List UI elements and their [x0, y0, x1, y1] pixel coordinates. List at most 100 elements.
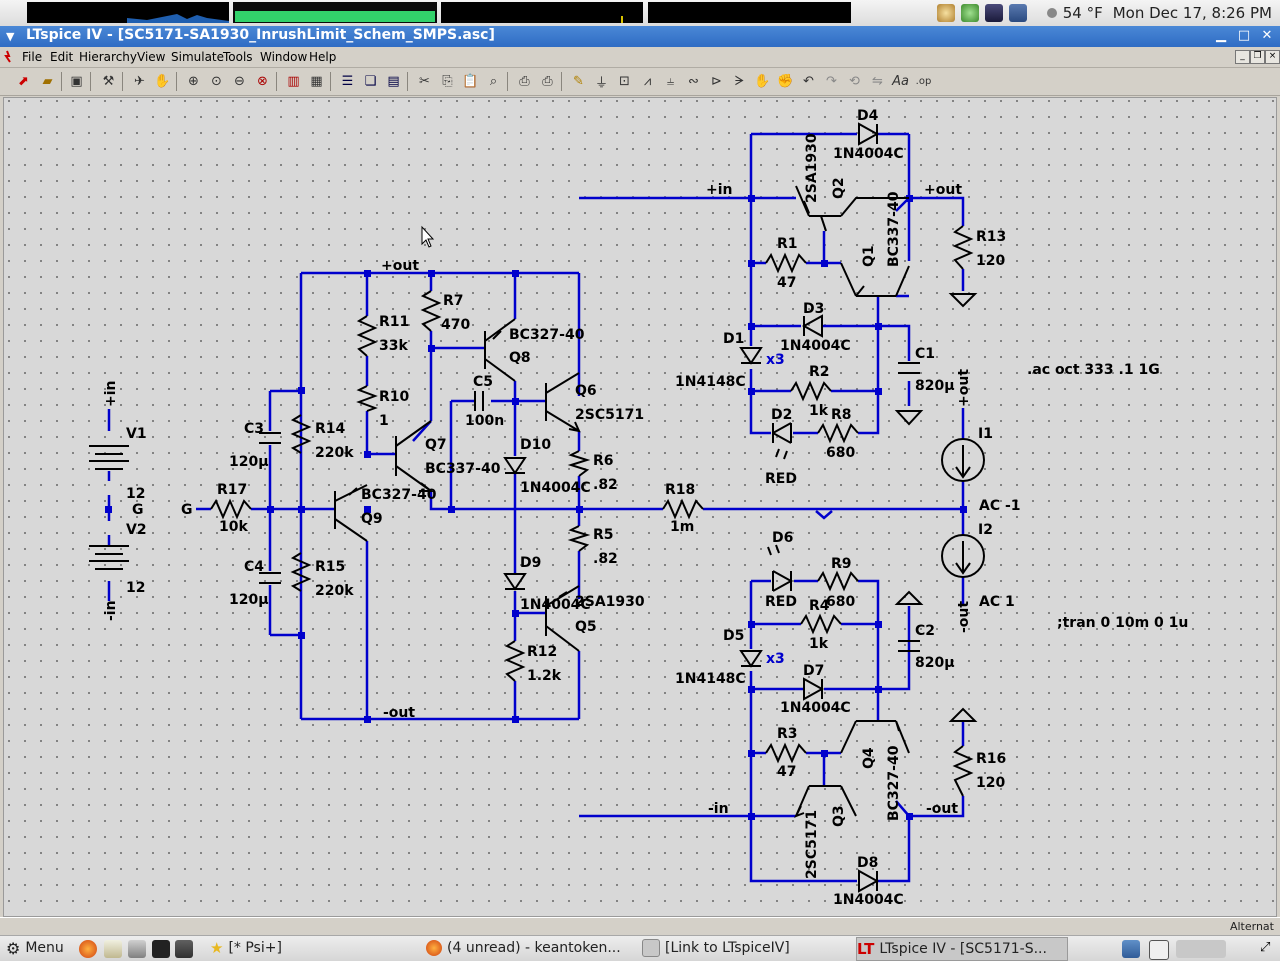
component-value[interactable]: 2SA1930 [575, 594, 645, 610]
component-ref[interactable]: R4 [809, 598, 830, 614]
rotate-icon[interactable]: ⟲ [849, 74, 860, 89]
source-value[interactable]: AC -1 [979, 498, 1021, 514]
firefox-launcher-icon[interactable] [79, 940, 97, 958]
component-value[interactable]: 820µ [915, 655, 955, 671]
component-ref[interactable]: R1 [777, 236, 798, 252]
component-ref[interactable]: I2 [978, 522, 993, 538]
calculator-launcher-icon[interactable] [175, 940, 193, 958]
component-ref[interactable]: R2 [809, 364, 830, 380]
component-value[interactable]: 1k [809, 636, 829, 652]
component-value[interactable]: 1N4004C [520, 597, 591, 613]
zoom-cancel-icon[interactable]: ⊗ [257, 74, 268, 89]
tile-horizontal-icon[interactable]: ☰ [341, 74, 354, 89]
inductor-icon[interactable]: ∾ [688, 74, 699, 89]
open-icon[interactable]: ▰ [42, 74, 53, 89]
component-ref[interactable]: R7 [443, 293, 464, 309]
spice-directive-icon[interactable]: .op [915, 76, 932, 87]
undo-icon[interactable]: ↶ [803, 74, 814, 89]
ground-icon[interactable]: ⏚ [594, 76, 608, 91]
component-value[interactable]: 820µ [915, 378, 955, 394]
component-value[interactable]: 47 [777, 764, 796, 780]
app-icon[interactable] [4, 50, 14, 63]
label-net-icon[interactable]: ⊡ [619, 74, 630, 89]
component-value[interactable]: BC327-40 [509, 327, 585, 343]
network-icon[interactable] [1008, 4, 1027, 22]
component-ref[interactable]: R18 [665, 482, 695, 498]
component-ref[interactable]: R10 [379, 389, 410, 405]
component-ref[interactable]: D10 [520, 437, 551, 453]
component-icon[interactable]: ᗒ [734, 74, 745, 89]
shield-icon[interactable] [960, 4, 979, 22]
component-value[interactable]: 1N4148C [675, 671, 746, 687]
component-ref[interactable]: R17 [217, 482, 247, 498]
schematic-canvas[interactable]: +out -out +in +out -in -out G G +in -in … [3, 97, 1277, 917]
spice-comment[interactable]: ;tran 0 10m 0 1u [1057, 615, 1188, 631]
tile-vertical-icon[interactable]: ▤ [387, 74, 400, 89]
component-value[interactable]: 33k [379, 338, 408, 354]
net-label[interactable]: +out [956, 369, 972, 407]
schematic-drawing[interactable]: +out -out +in +out -in -out G G +in -in … [4, 98, 1276, 916]
cascade-icon[interactable]: ❏ [364, 74, 377, 89]
component-ref[interactable]: R14 [315, 421, 346, 437]
net-label[interactable]: +out [381, 258, 419, 274]
settings-launcher-icon[interactable] [128, 940, 146, 958]
component-value[interactable]: 1k [809, 403, 829, 419]
minimize-button[interactable]: ▁ [1216, 28, 1226, 43]
copy-icon[interactable]: ⎘ [442, 74, 453, 89]
component-value[interactable]: 1N4004C [833, 146, 904, 162]
component-ref[interactable]: V1 [126, 426, 147, 442]
net-label[interactable]: -out [926, 801, 958, 817]
show-desktop-icon[interactable]: ⤢ [1260, 940, 1271, 955]
print-setup-icon[interactable]: ⎙ [519, 74, 530, 89]
component-value[interactable]: 47 [777, 275, 796, 291]
move-icon[interactable]: ✋ [754, 74, 771, 89]
component-ref[interactable]: C2 [915, 623, 935, 639]
component-ref[interactable]: Q2 [831, 177, 847, 199]
component-ref[interactable]: Q9 [361, 511, 383, 527]
component-ref[interactable]: I1 [978, 426, 993, 442]
component-mult[interactable]: x3 [766, 352, 785, 368]
redo-icon[interactable]: ↷ [826, 74, 837, 89]
component-value[interactable]: BC337-40 [886, 191, 902, 267]
net-label[interactable]: G [181, 502, 193, 518]
component-ref[interactable]: D4 [857, 108, 879, 124]
net-label[interactable]: +in [103, 381, 119, 408]
capacitor-icon[interactable]: ⫨ [666, 74, 675, 89]
component-ref[interactable]: D2 [771, 407, 792, 423]
component-value[interactable]: 120 [976, 775, 1005, 791]
component-value[interactable]: 470 [441, 317, 470, 333]
task-ltspice[interactable]: LT LTspice IV - [SC5171-S... [856, 937, 1068, 961]
component-value[interactable]: 680 [826, 445, 855, 461]
component-value[interactable]: 100n [465, 413, 504, 429]
new-schematic-icon[interactable]: ⬈ [18, 74, 29, 89]
workspace-2-icon[interactable] [1149, 940, 1169, 960]
text-editor-launcher-icon[interactable] [104, 940, 122, 958]
net-label[interactable]: +in [706, 182, 733, 198]
component-ref[interactable]: Q1 [861, 245, 877, 267]
net-label[interactable]: -out [383, 705, 415, 721]
component-value[interactable]: RED [765, 594, 797, 610]
component-value[interactable]: 1N4004C [780, 338, 851, 354]
component-ref[interactable]: V2 [126, 522, 147, 538]
component-value[interactable]: 1N4004C [780, 700, 851, 716]
menu-simulate[interactable]: Simulate [171, 50, 225, 64]
component-value[interactable]: 1m [670, 519, 694, 535]
component-value[interactable]: BC337-40 [425, 461, 501, 477]
grid-icon[interactable]: ▦ [310, 74, 323, 89]
component-value[interactable]: RED [765, 471, 797, 487]
net-label[interactable]: G [132, 502, 144, 518]
component-ref[interactable]: D8 [857, 855, 878, 871]
component-value[interactable]: 220k [315, 583, 354, 599]
component-ref[interactable]: Q3 [831, 805, 847, 827]
component-ref[interactable]: R11 [379, 314, 409, 330]
app-tray-icon[interactable] [984, 4, 1003, 22]
net-label[interactable]: -out [956, 601, 972, 633]
run-icon[interactable]: ✈ [134, 74, 145, 89]
component-ref[interactable]: D7 [803, 663, 824, 679]
mirror-icon[interactable]: ⇋ [872, 74, 883, 89]
component-ref[interactable]: R9 [831, 556, 852, 572]
component-value[interactable]: 120µ [229, 454, 269, 470]
menu-hierarchy[interactable]: Hierarchy [79, 50, 138, 64]
component-value[interactable]: 2SC5171 [575, 407, 644, 423]
component-value[interactable]: 220k [315, 445, 354, 461]
